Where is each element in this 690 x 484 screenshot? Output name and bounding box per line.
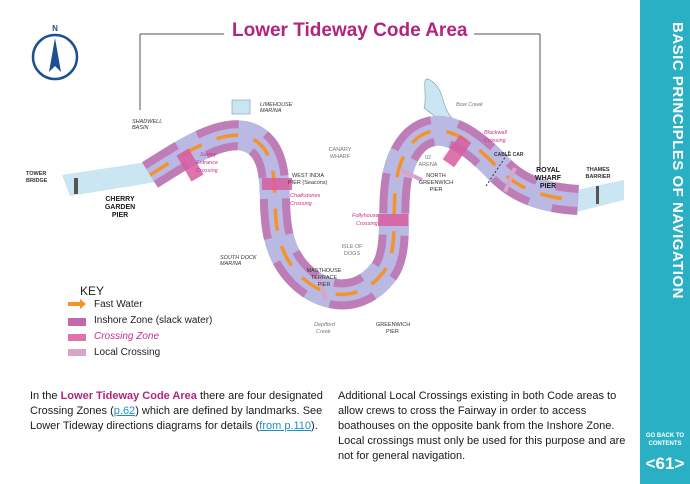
go-back-to-contents-link[interactable]: GO BACK TO CONTENTS — [640, 432, 690, 448]
text-segment: ) which are defined by landmarks. See Lo… — [30, 405, 323, 432]
label-canary-2: WHARF — [330, 154, 351, 160]
label-masthouse-2: TERRACE — [311, 275, 338, 281]
local-crossing-3 — [399, 168, 423, 182]
sidebar: BASIC PRINCIPLES OF NAVIGATION GO BACK T… — [640, 0, 690, 484]
label-deptford-2: Creek — [316, 329, 331, 335]
cable-car-icon — [485, 149, 511, 187]
label-west-india: WEST INDIA — [292, 173, 324, 179]
label-canary: CANARY — [329, 147, 352, 153]
label-south-dock-2: MARINA — [220, 261, 242, 267]
label-surrey-3: Crossing — [196, 168, 219, 174]
label-shadwell-2: BASIN — [132, 125, 149, 131]
local-crossing-2 — [503, 167, 517, 193]
crossing-zone-surrey — [176, 148, 204, 182]
label-south-dock: SOUTH DOCK — [220, 255, 257, 261]
crossing-swatch-icon — [68, 334, 86, 341]
key-label: Local Crossing — [94, 346, 161, 358]
go-back-line: GO BACK TO — [645, 433, 685, 439]
compass: N — [31, 24, 79, 81]
crossing-zones-link[interactable]: p.62 — [113, 405, 136, 417]
label-north-greenwich: NORTH — [426, 173, 445, 179]
text-segment: ). — [311, 420, 318, 432]
label-o2-2: ARENA — [419, 162, 438, 168]
label-cherry-garden-2: GARDEN — [105, 204, 135, 211]
directions-link[interactable]: from p.110 — [259, 420, 312, 432]
tideway-map: N TOWER BRIDGE CHERR — [26, 24, 624, 356]
map-labels: TOWER BRIDGE CHERRY GARDEN PIER SHADWELL… — [26, 102, 611, 335]
crossing-zone-blackwall — [442, 134, 472, 168]
label-west-india-2: PIER (Seacons) — [288, 180, 328, 186]
label-o2: 02 — [425, 155, 431, 161]
label-blackwall-2: Crossing — [484, 138, 507, 144]
code-area-highlight: Lower Tideway Code Area — [60, 390, 197, 402]
tower-bridge-icon — [74, 178, 78, 194]
label-isle-of-dogs: ISLE OF — [341, 244, 363, 250]
local-crossing-swatch-icon — [68, 349, 86, 356]
local-crossing-1 — [316, 274, 328, 301]
section-title: BASIC PRINCIPLES OF NAVIGATION — [669, 22, 686, 299]
label-cherry-garden: CHERRY — [105, 196, 135, 203]
label-shadwell: SHADWELL — [132, 119, 162, 125]
label-tower-bridge-2: BRIDGE — [26, 178, 48, 184]
label-bow-creek: Bow Creek — [456, 102, 483, 108]
page-number: 61 — [655, 454, 675, 473]
key-label: Inshore Zone (slack water) — [94, 314, 213, 326]
label-masthouse: MASTHOUSE — [307, 268, 342, 274]
text-segment: In the — [30, 390, 61, 402]
local-crossings-paragraph: Additional Local Crossings existing in b… — [338, 390, 626, 462]
label-thames-barrier-2: BARRIER — [585, 174, 610, 180]
label-north-greenwich-3: PIER — [430, 187, 443, 193]
label-royal-wharf: ROYAL — [536, 167, 561, 174]
key-label: Fast Water — [94, 298, 143, 310]
inshore-swatch-icon — [68, 318, 86, 326]
label-deptford: Deptford — [314, 322, 336, 328]
next-page-button[interactable]: > — [674, 454, 685, 473]
label-limehouse-2: MARINA — [260, 108, 282, 114]
label-isle-of-dogs-2: DOGS — [344, 251, 361, 257]
key-swatches — [68, 299, 86, 356]
label-royal-wharf-3: PIER — [540, 183, 556, 190]
crossing-zone-chalkstones — [262, 178, 292, 190]
prev-page-button[interactable]: < — [645, 454, 656, 473]
key-item-crossing: Crossing Zone — [94, 329, 159, 343]
label-greenwich: GREENWICH — [376, 322, 410, 328]
label-blackwall: Blackwall — [484, 130, 508, 136]
intro-paragraph: In the Lower Tideway Code Area there are… — [30, 389, 330, 434]
compass-label: N — [52, 24, 58, 33]
key-item-fast-water: Fast Water — [94, 297, 143, 311]
limehouse-marina-icon — [231, 99, 251, 115]
label-tower-bridge: TOWER — [26, 171, 46, 177]
label-surrey-2: Entrance — [196, 160, 218, 166]
label-greenwich-2: PIER — [386, 329, 399, 335]
key-item-inshore: Inshore Zone (slack water) — [94, 313, 212, 327]
label-masthouse-3: PIER — [318, 282, 331, 288]
label-royal-wharf-2: WHARF — [535, 175, 562, 182]
label-follyhouse: Follyhouse — [352, 213, 379, 219]
label-chalkstones-2: Crossing — [290, 201, 313, 207]
key-label: Crossing Zone — [94, 330, 160, 342]
thames-barrier-icon — [596, 186, 599, 204]
label-cable-car: CABLE CAR — [494, 152, 524, 158]
crossing-zone-follyhouse — [378, 214, 408, 226]
bow-creek-water — [423, 78, 453, 121]
label-follyhouse-2: Crossing — [356, 221, 379, 227]
text-segment: there are four designated Crossing Zones… — [30, 390, 323, 417]
label-limehouse: LIMEHOUSE — [260, 102, 293, 108]
label-north-greenwich-2: GREENWICH — [419, 180, 453, 186]
label-cherry-garden-3: PIER — [112, 212, 128, 219]
downstream-water — [576, 180, 624, 212]
go-back-line: CONTENTS — [648, 441, 682, 447]
key-item-local: Local Crossing — [94, 345, 160, 359]
page-navigation: <61> — [640, 454, 690, 474]
label-surrey: Surrey — [200, 152, 217, 158]
fast-water — [149, 129, 579, 297]
north-arrow-icon — [49, 38, 61, 72]
page-title: Lower Tideway Code Area — [232, 20, 468, 41]
fast-water-swatch-icon — [68, 299, 86, 309]
key-title: KEY — [80, 284, 105, 298]
label-chalkstones: Chalkstones — [290, 193, 321, 199]
label-thames-barrier: THAMES — [586, 167, 610, 173]
upstream-water — [62, 160, 168, 196]
